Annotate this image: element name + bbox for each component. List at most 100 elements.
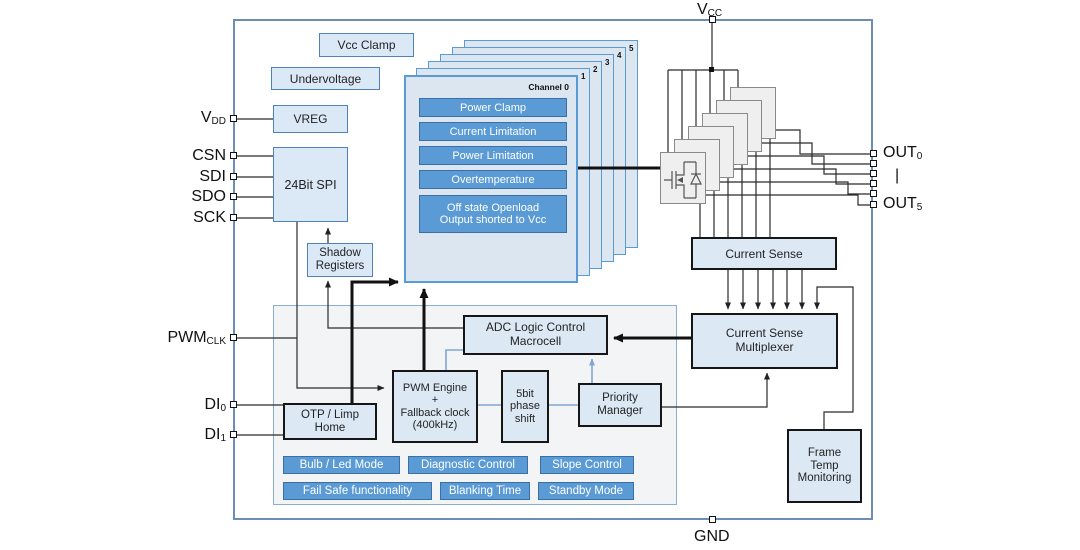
feature-fail-safe: Fail Safe functionality	[283, 482, 432, 500]
pin-label-di0-base: DI	[204, 396, 221, 413]
pin-label-pwm-clk-base: PWM	[167, 329, 207, 346]
pin-label-out5-base: OUT	[883, 195, 917, 212]
block-undervoltage-label: Undervoltage	[289, 71, 362, 86]
pin-label-out0-sub: 0	[916, 151, 923, 162]
pin-label-di1-sub: 1	[220, 433, 226, 444]
chip-power-clamp-label: Power Clamp	[459, 101, 527, 114]
block-vcc-clamp: Vcc Clamp	[319, 33, 414, 57]
chip-openload-label: Off state Openload Output shorted to Vcc	[439, 201, 547, 226]
channel-number-5: 5	[629, 44, 634, 53]
channel-number-2: 2	[593, 65, 598, 74]
feature-slope-control-label: Slope Control	[552, 459, 622, 471]
chip-power-limitation-label: Power Limitation	[452, 149, 534, 162]
pin-label-sck: SCK	[150, 208, 226, 228]
chip-power-clamp: Power Clamp	[419, 98, 567, 117]
pin-label-di1-base: DI	[204, 426, 221, 443]
pin-pwm-clk	[230, 334, 237, 341]
feature-bulb-led-mode: Bulb / Led Mode	[283, 456, 400, 474]
pin-label-di0-sub: 0	[220, 403, 226, 414]
pin-label-sdo: SDO	[150, 187, 226, 207]
chip-current-limitation: Current Limitation	[419, 122, 567, 141]
pin-label-csn: CSN	[150, 146, 226, 166]
pin-sck	[230, 214, 237, 221]
chip-overtemperature-label: Overtemperature	[451, 173, 535, 186]
feature-fail-safe-label: Fail Safe functionality	[302, 485, 413, 497]
channel-number-1: 1	[581, 72, 586, 81]
pin-gnd	[709, 516, 716, 523]
chip-boundary	[233, 19, 873, 520]
pin-label-pwm-clk-sub: CLK	[206, 336, 226, 347]
pin-sdi	[230, 173, 237, 180]
block-current-sense: Current Sense	[691, 237, 837, 270]
block-vreg: VREG	[273, 105, 348, 133]
block-5bit-phase-shift-label: 5bit phase shift	[510, 387, 540, 425]
pin-label-out5-sub: 5	[916, 202, 923, 213]
feature-standby-mode: Standby Mode	[538, 482, 634, 500]
feature-standby-mode-label: Standby Mode	[548, 485, 624, 497]
block-shadow-registers: Shadow Registers	[307, 243, 373, 277]
block-priority-manager: Priority Manager	[578, 383, 662, 427]
pin-sdo	[230, 193, 237, 200]
pin-label-vcc-base: V	[697, 1, 708, 18]
vcc-junction-dot	[709, 67, 714, 72]
block-spi: 24Bit SPI	[273, 147, 348, 222]
block-shadow-registers-label: Shadow Registers	[315, 247, 365, 272]
block-frame-temp-monitoring: Frame Temp Monitoring	[787, 429, 862, 503]
pin-label-sdi-text: SDI	[199, 168, 226, 185]
feature-bulb-led-mode-label: Bulb / Led Mode	[299, 459, 384, 471]
pin-label-gnd-text: GND	[694, 528, 730, 545]
pin-out3	[870, 180, 877, 187]
block-current-sense-multiplexer-label: Current Sense Multiplexer	[725, 326, 804, 354]
chip-overtemperature: Overtemperature	[419, 170, 567, 189]
pin-csn	[230, 152, 237, 159]
pin-label-vdd-sub: DD	[211, 116, 226, 127]
pin-label-gnd: GND	[694, 527, 754, 547]
feature-diagnostic-control: Diagnostic Control	[408, 456, 528, 474]
pin-out1	[870, 160, 877, 167]
mosfet-diode-icon	[664, 161, 702, 199]
block-5bit-phase-shift: 5bit phase shift	[501, 370, 549, 443]
pin-vcc	[709, 16, 716, 23]
pin-out2	[870, 170, 877, 177]
channel-number-4: 4	[617, 51, 622, 60]
pin-label-sdo-text: SDO	[191, 188, 226, 205]
pin-label-sck-text: SCK	[193, 209, 226, 226]
chip-power-limitation: Power Limitation	[419, 146, 567, 165]
block-priority-manager-label: Priority Manager	[597, 392, 643, 417]
block-adc-logic-control-label: ADC Logic Control Macrocell	[485, 320, 586, 348]
block-spi-label: 24Bit SPI	[284, 177, 337, 192]
pin-label-sdi: SDI	[150, 167, 226, 187]
feature-blanking-time: Blanking Time	[440, 482, 530, 500]
block-pwm-engine-label: PWM Engine + Fallback clock (400kHz)	[400, 381, 470, 431]
pin-vdd	[230, 115, 237, 122]
pin-label-out-gap-text: |	[895, 167, 900, 184]
mosfet-cell-0	[660, 152, 706, 204]
pin-out0	[870, 150, 877, 157]
channel-front-label: Channel 0	[528, 82, 569, 92]
pin-di1	[230, 431, 237, 438]
channel-number-3: 3	[605, 58, 610, 67]
block-pwm-engine: PWM Engine + Fallback clock (400kHz)	[392, 370, 478, 443]
channel-card-0: Channel 0 Power Clamp Current Limitation…	[404, 75, 578, 283]
block-vreg-label: VREG	[293, 112, 328, 126]
block-vcc-clamp-label: Vcc Clamp	[337, 38, 396, 52]
chip-current-limitation-label: Current Limitation	[449, 125, 537, 138]
pin-out4	[870, 190, 877, 197]
feature-diagnostic-control-label: Diagnostic Control	[421, 459, 515, 471]
pin-label-csn-text: CSN	[192, 147, 226, 164]
pin-label-vdd-base: V	[200, 109, 212, 126]
feature-blanking-time-label: Blanking Time	[448, 485, 522, 497]
block-undervoltage: Undervoltage	[271, 67, 380, 90]
pin-di0	[230, 401, 237, 408]
pin-label-out-gap: |	[895, 166, 915, 186]
feature-slope-control: Slope Control	[540, 456, 634, 474]
